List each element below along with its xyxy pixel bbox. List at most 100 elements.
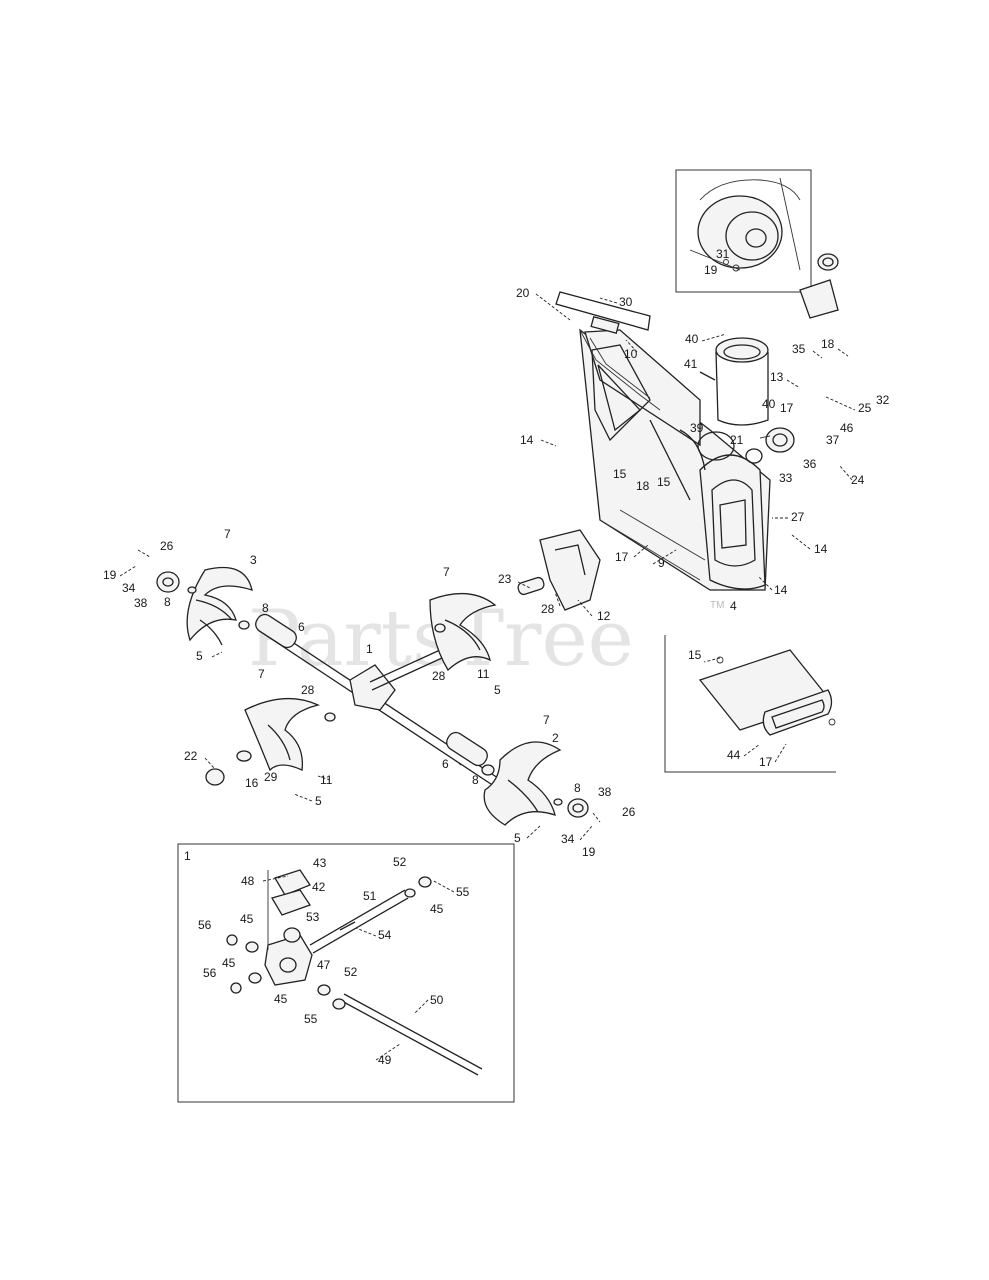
callout-7: 7 bbox=[224, 527, 231, 541]
callout-1: 1 bbox=[366, 642, 373, 656]
callout-31: 31 bbox=[716, 247, 730, 261]
callout-6: 6 bbox=[298, 620, 305, 634]
callout-7: 7 bbox=[443, 565, 450, 579]
callout-45: 45 bbox=[430, 902, 444, 916]
callout-23: 23 bbox=[498, 572, 512, 586]
callout-24: 24 bbox=[851, 473, 865, 487]
callout-20: 20 bbox=[516, 286, 530, 300]
callout-33: 33 bbox=[779, 471, 793, 485]
callout-35: 35 bbox=[792, 342, 806, 356]
callout-50: 50 bbox=[430, 993, 444, 1007]
callout-30: 30 bbox=[619, 295, 633, 309]
callout-28: 28 bbox=[301, 683, 315, 697]
auger-shaft bbox=[255, 613, 505, 791]
inset-skid-shoe-detail bbox=[664, 635, 836, 773]
callout-5: 5 bbox=[315, 794, 322, 808]
callout-14: 14 bbox=[520, 433, 534, 447]
callout-19: 19 bbox=[103, 568, 117, 582]
callout-42: 42 bbox=[312, 880, 326, 894]
callout-36: 36 bbox=[803, 457, 817, 471]
callout-47: 47 bbox=[317, 958, 331, 972]
callout-43: 43 bbox=[313, 856, 327, 870]
callout-5: 5 bbox=[196, 649, 203, 663]
callout-5: 5 bbox=[514, 831, 521, 845]
callout-52: 52 bbox=[393, 855, 407, 869]
callout-34: 34 bbox=[122, 581, 136, 595]
callout-13: 13 bbox=[770, 370, 784, 384]
callout-5: 5 bbox=[494, 683, 501, 697]
callout-17: 17 bbox=[780, 401, 794, 415]
callout-8: 8 bbox=[472, 773, 479, 787]
callout-46: 46 bbox=[840, 421, 854, 435]
callout-14: 14 bbox=[814, 542, 828, 556]
callout-28: 28 bbox=[432, 669, 446, 683]
callout-55: 55 bbox=[456, 885, 470, 899]
callout-44: 44 bbox=[727, 748, 741, 762]
callout-8: 8 bbox=[574, 781, 581, 795]
callout-8: 8 bbox=[164, 595, 171, 609]
inset-gearbox-detail: 1 bbox=[177, 843, 515, 1103]
callout-11: 11 bbox=[477, 667, 490, 681]
callout-45: 45 bbox=[274, 992, 288, 1006]
bearing-bracket-assembly bbox=[745, 253, 839, 464]
callout-12: 12 bbox=[597, 609, 611, 623]
callout-26: 26 bbox=[622, 805, 636, 819]
callout-21: 21 bbox=[730, 433, 744, 447]
callout-9: 9 bbox=[658, 556, 665, 570]
leader-lines bbox=[119, 293, 856, 1061]
callout-14: 14 bbox=[774, 583, 788, 597]
callout-16: 16 bbox=[245, 776, 259, 790]
callout-37: 37 bbox=[826, 433, 840, 447]
callout-55: 55 bbox=[304, 1012, 318, 1026]
callout-18: 18 bbox=[636, 479, 650, 493]
callout-2: 2 bbox=[552, 731, 559, 745]
callout-3: 3 bbox=[250, 553, 257, 567]
callout-34: 34 bbox=[561, 832, 575, 846]
bearings-and-washers bbox=[156, 571, 589, 818]
auger-spiral-right bbox=[483, 741, 562, 826]
skid-shoe-bracket bbox=[517, 529, 601, 611]
callout-6: 6 bbox=[442, 757, 449, 771]
callout-15: 15 bbox=[657, 475, 671, 489]
callout-4: 4 bbox=[730, 599, 737, 613]
callout-27: 27 bbox=[791, 510, 805, 524]
callout-28: 28 bbox=[541, 602, 555, 616]
callout-39: 39 bbox=[690, 421, 704, 435]
auger-spiral-lower-left bbox=[244, 697, 320, 772]
callout-38: 38 bbox=[134, 596, 148, 610]
callout-17: 17 bbox=[759, 755, 773, 769]
callout-11: 11 bbox=[320, 773, 333, 787]
callout-7: 7 bbox=[543, 713, 550, 727]
callout-49: 49 bbox=[378, 1053, 392, 1067]
callout-10: 10 bbox=[624, 347, 638, 361]
chute-crank bbox=[555, 291, 661, 411]
callout-56: 56 bbox=[198, 918, 212, 932]
callout-15: 15 bbox=[688, 648, 702, 662]
callout-45: 45 bbox=[222, 956, 236, 970]
callout-32: 32 bbox=[876, 393, 890, 407]
callout-40: 40 bbox=[685, 332, 699, 346]
callout-38: 38 bbox=[598, 785, 612, 799]
callout-48: 48 bbox=[241, 874, 255, 888]
inset-detail-label: 1 bbox=[184, 849, 191, 863]
callout-29: 29 bbox=[264, 770, 278, 784]
inset-impeller-detail bbox=[675, 169, 812, 293]
callout-45: 45 bbox=[240, 912, 254, 926]
callout-40: 40 bbox=[762, 397, 776, 411]
callout-19: 19 bbox=[582, 845, 596, 859]
auger-spiral-center bbox=[429, 592, 497, 672]
callout-41: 41 bbox=[684, 357, 698, 371]
callout-53: 53 bbox=[306, 910, 320, 924]
discharge-chute-base bbox=[699, 337, 769, 426]
auger-spiral-left bbox=[186, 566, 253, 646]
callout-51: 51 bbox=[363, 889, 377, 903]
callout-25: 25 bbox=[858, 401, 872, 415]
callout-52: 52 bbox=[344, 965, 358, 979]
callout-22: 22 bbox=[184, 749, 198, 763]
callout-26: 26 bbox=[160, 539, 174, 553]
callout-18: 18 bbox=[821, 337, 835, 351]
callout-56: 56 bbox=[203, 966, 217, 980]
callout-54: 54 bbox=[378, 928, 392, 942]
callout-labels: 31 19 20 30 10 40 41 40 35 18 13 25 32 1… bbox=[103, 247, 890, 1067]
